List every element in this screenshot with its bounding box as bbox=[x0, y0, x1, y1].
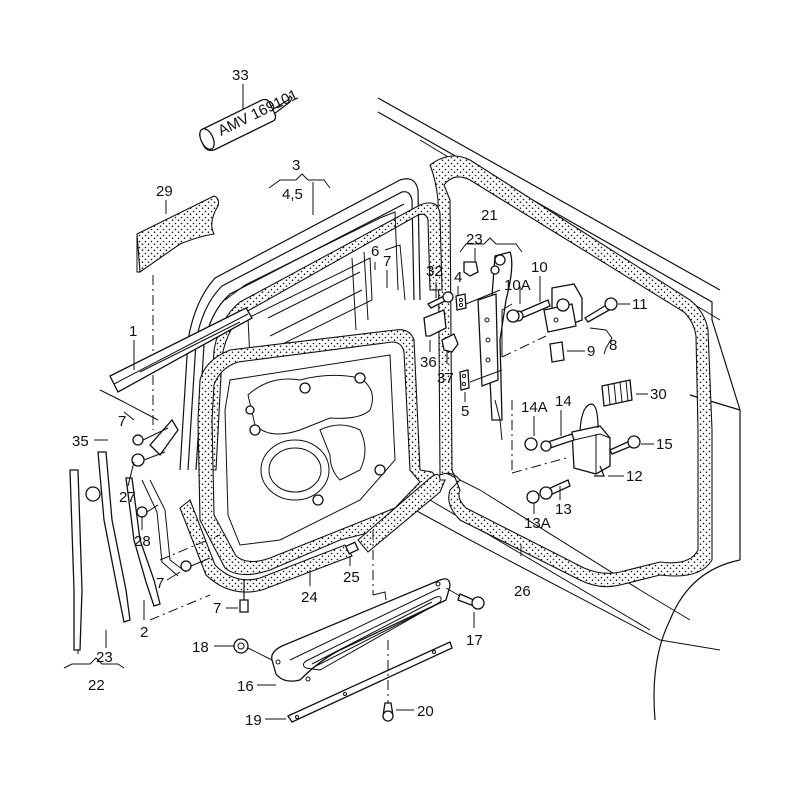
callout-12: 12 bbox=[626, 468, 643, 485]
door-seal-24 bbox=[179, 499, 353, 593]
callout-7-top: 7 bbox=[383, 253, 391, 270]
callout-37: 37 bbox=[437, 370, 454, 387]
pillar-trim-21 bbox=[477, 251, 513, 441]
callout-22: 22 bbox=[88, 677, 105, 694]
callout-11: 11 bbox=[632, 296, 648, 313]
sealant-tube-33: AMV 169101 bbox=[199, 86, 301, 152]
door-inner-panel bbox=[197, 329, 437, 576]
callout-14a: 14A bbox=[521, 399, 548, 416]
leader-lines bbox=[63, 84, 654, 720]
callout-5: 5 bbox=[461, 403, 469, 420]
callout-6: 6 bbox=[371, 243, 379, 260]
callout-26: 26 bbox=[514, 583, 531, 600]
door-frame bbox=[179, 178, 443, 471]
callout-33: 33 bbox=[232, 67, 249, 84]
callout-9: 9 bbox=[587, 343, 595, 360]
screw-7-upper bbox=[132, 434, 144, 446]
callout-4-5: 4,5 bbox=[282, 186, 303, 203]
callout-10a: 10A bbox=[504, 277, 531, 294]
callout-27: 27 bbox=[119, 489, 136, 506]
callout-15: 15 bbox=[656, 436, 673, 453]
callout-28: 28 bbox=[134, 533, 151, 550]
callout-7-left: 7 bbox=[118, 413, 126, 430]
callout-1: 1 bbox=[129, 323, 137, 340]
sound-pad-29 bbox=[136, 195, 220, 274]
callout-25: 25 bbox=[343, 569, 360, 586]
callout-8: 8 bbox=[609, 337, 617, 354]
callout-23-left: 23 bbox=[96, 649, 113, 666]
callout-35: 35 bbox=[72, 433, 89, 450]
lower-hinge-12 bbox=[511, 400, 641, 504]
callout-3: 3 bbox=[292, 157, 300, 174]
callout-13: 13 bbox=[555, 501, 572, 518]
callout-7-bottom: 7 bbox=[213, 600, 221, 617]
callout-14: 14 bbox=[555, 393, 572, 410]
callout-4: 4 bbox=[454, 269, 462, 286]
callout-2: 2 bbox=[140, 624, 148, 641]
callout-18: 18 bbox=[192, 639, 209, 656]
callout-7-mid: 7 bbox=[156, 575, 164, 592]
tube-text: AMV 169101 bbox=[215, 86, 300, 139]
sill-trim-16 bbox=[271, 578, 451, 682]
callout-23-top: 23 bbox=[466, 231, 483, 248]
callout-24: 24 bbox=[301, 589, 318, 606]
upper-hinge-8 bbox=[501, 283, 618, 363]
callout-30: 30 bbox=[650, 386, 667, 403]
callout-32: 32 bbox=[426, 263, 443, 280]
callout-13a: 13A bbox=[524, 515, 551, 532]
callout-19: 19 bbox=[245, 712, 262, 729]
callout-36: 36 bbox=[420, 354, 437, 371]
callout-20: 20 bbox=[417, 703, 434, 720]
body-seal-26 bbox=[429, 155, 713, 588]
callout-10: 10 bbox=[531, 259, 548, 276]
sill-strip-19 bbox=[287, 641, 453, 723]
callout-17: 17 bbox=[466, 632, 483, 649]
callout-labels: 33 3 4,5 29 1 6 7 21 23 32 4 10 10A 11 8… bbox=[72, 67, 673, 729]
callout-16: 16 bbox=[237, 678, 254, 695]
callout-21: 21 bbox=[481, 207, 498, 224]
callout-29: 29 bbox=[156, 183, 173, 200]
